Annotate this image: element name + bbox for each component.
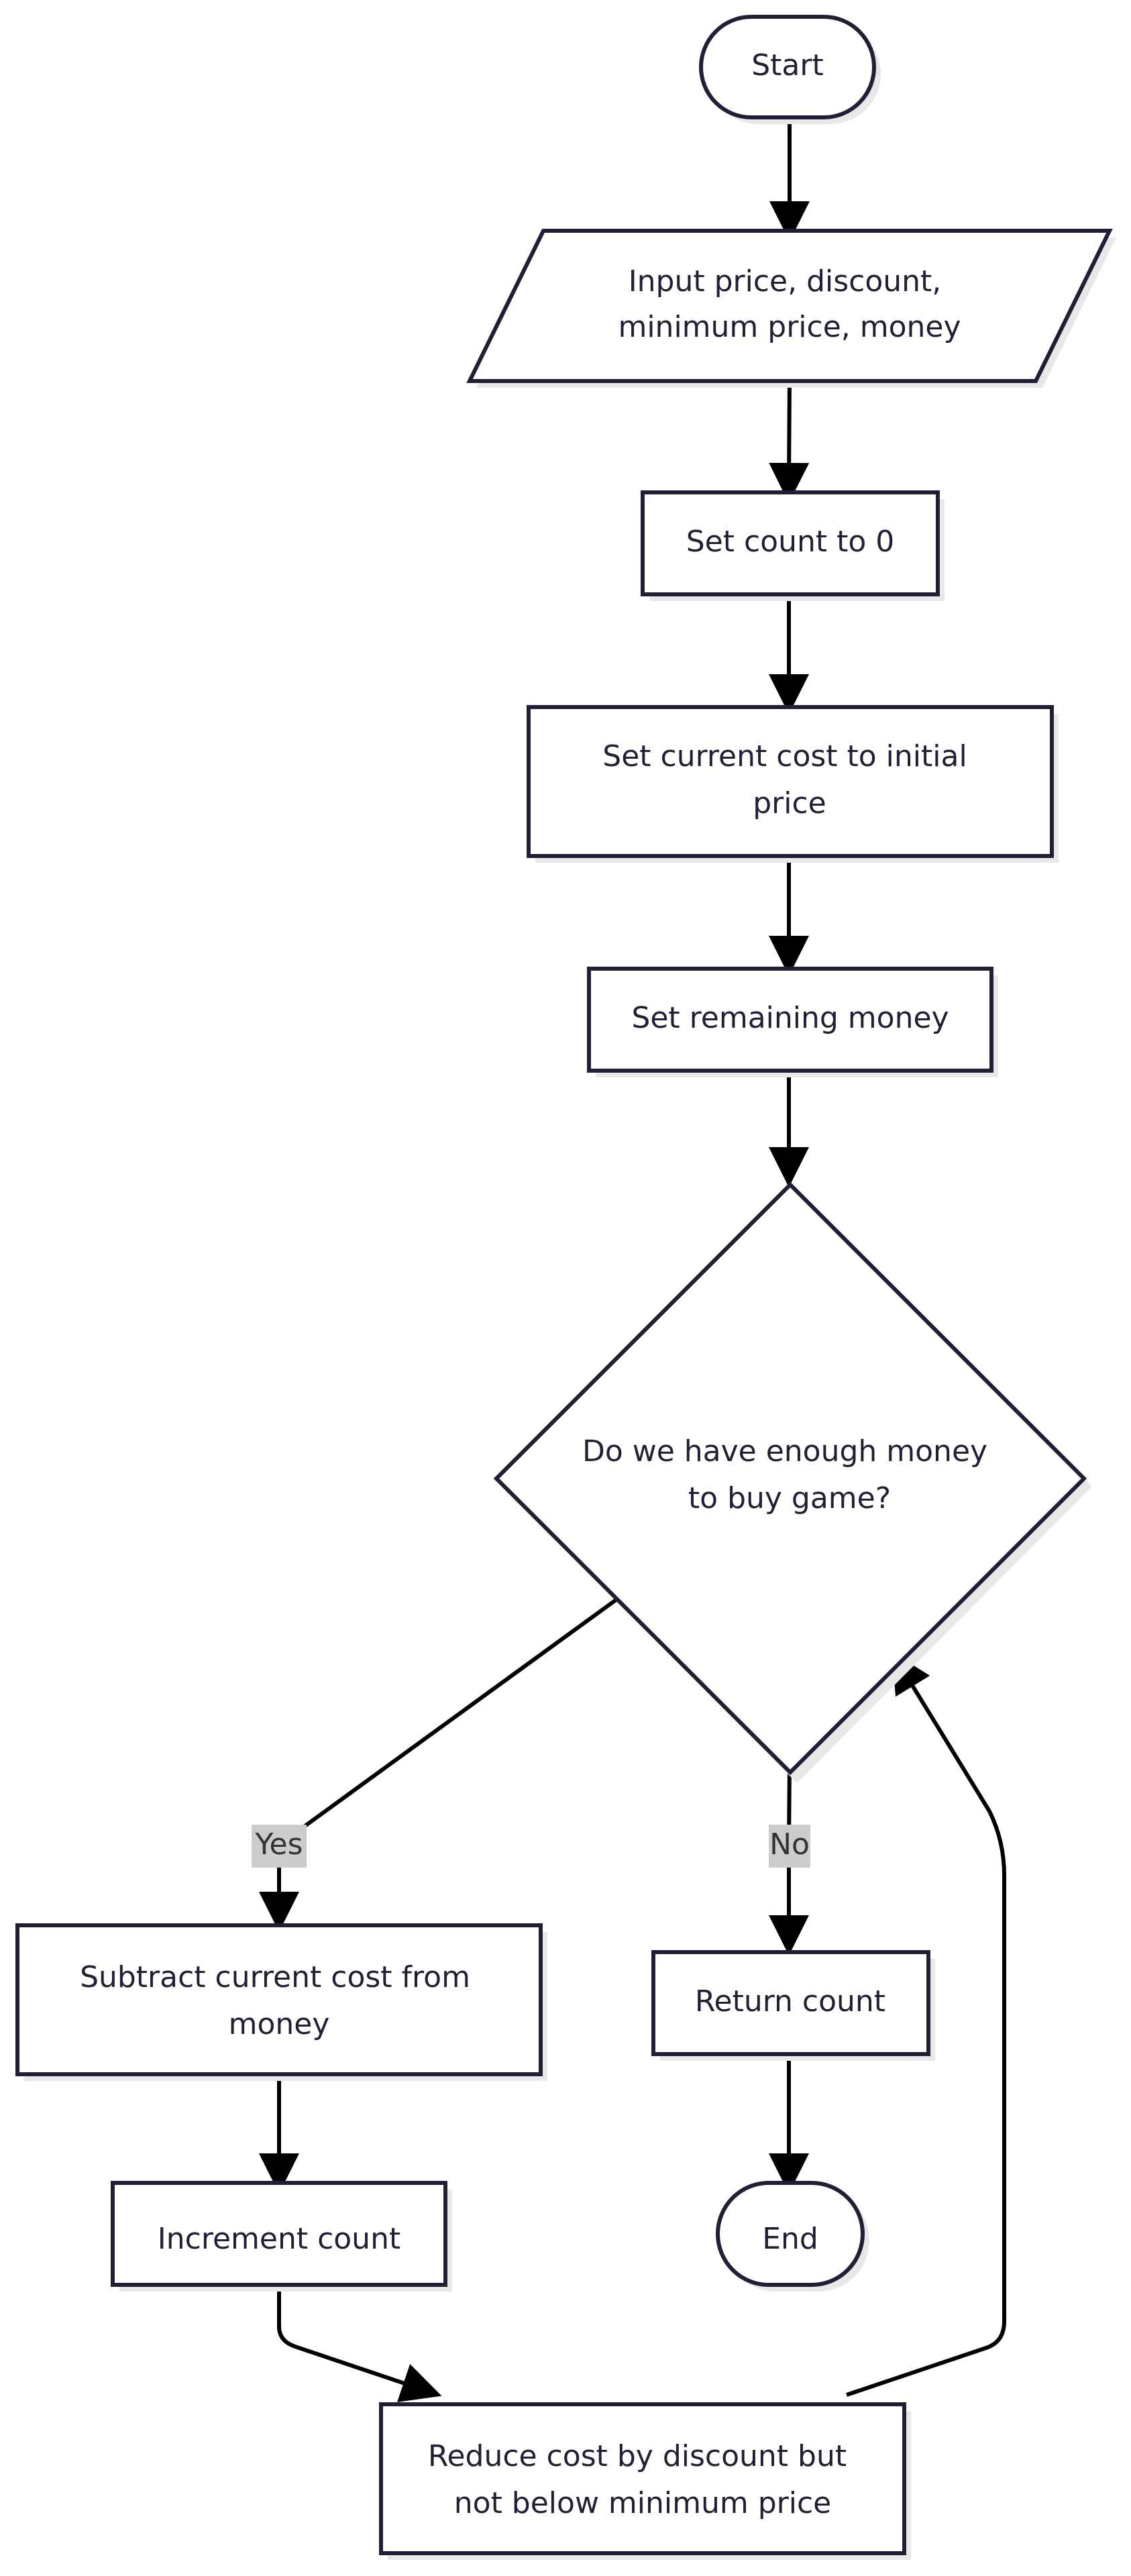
edge-label-yes: Yes (252, 1825, 307, 1868)
svg-text:money: money (229, 2007, 330, 2041)
svg-text:End: End (762, 2222, 818, 2256)
set-cost-node: Set current cost to initial price (527, 705, 1059, 863)
svg-text:Subtract current cost from: Subtract current cost from (80, 1960, 470, 1994)
svg-text:Reduce cost by discount but: Reduce cost by discount but (428, 2439, 847, 2473)
start-node: Start (699, 15, 881, 124)
subtract-node: Subtract current cost from money (15, 1923, 547, 2081)
increment-node: Increment count (111, 2181, 452, 2292)
edge-reduce-to-decision (846, 1652, 1006, 2397)
reduce-node: Reduce cost by discount but not below mi… (379, 2402, 911, 2560)
set-count-node: Set count to 0 (641, 490, 945, 601)
svg-text:Increment count: Increment count (158, 2222, 400, 2256)
svg-text:Do we have enough money: Do we have enough money (582, 1434, 987, 1468)
edge-label-no: No (769, 1825, 810, 1868)
set-money-node: Set remaining money (587, 967, 998, 1077)
svg-text:Start: Start (751, 48, 824, 83)
svg-text:Set count to 0: Set count to 0 (686, 525, 895, 559)
decision-node: Do we have enough money to buy game? (493, 1181, 1092, 1783)
edge-input-to-set-count (769, 379, 810, 503)
svg-text:to buy game?: to buy game? (688, 1481, 891, 1515)
svg-text:Input price, discount,: Input price, discount, (629, 264, 942, 299)
input-node: Input price, discount, minimum price, mo… (466, 229, 1116, 388)
svg-text:Set remaining money: Set remaining money (631, 1001, 949, 1035)
edge-increment-to-reduce (277, 2284, 442, 2402)
svg-text:Return count: Return count (695, 1984, 885, 2019)
svg-text:minimum price, money: minimum price, money (618, 310, 961, 344)
edge-decision-yes (259, 1595, 622, 1932)
return-count-node: Return count (651, 1950, 935, 2061)
svg-text:Set current cost to initial: Set current cost to initial (602, 739, 967, 773)
end-node: End (716, 2181, 869, 2292)
svg-text:not below minimum price: not below minimum price (454, 2486, 831, 2520)
svg-text:No: No (769, 1827, 810, 1862)
svg-text:price: price (753, 786, 826, 820)
svg-text:Yes: Yes (254, 1827, 303, 1862)
